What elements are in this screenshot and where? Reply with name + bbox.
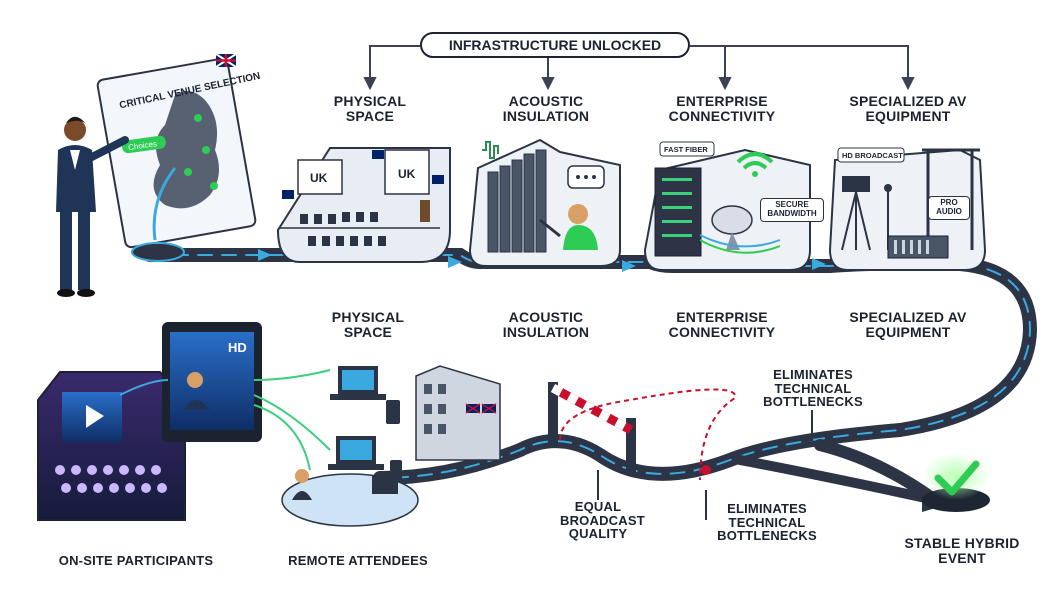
venue-selection-panel bbox=[96, 53, 257, 249]
equal-broadcast-quality-label: EQUAL BROADCAST QUALITY bbox=[560, 499, 645, 542]
physical-space-illustration bbox=[276, 147, 451, 263]
stage-bottom-label-acoustic: ACOUSTIC INSULATION bbox=[502, 309, 590, 340]
room-sign-left: UK bbox=[310, 171, 328, 185]
choices-chip-label: Choices bbox=[128, 139, 158, 152]
stage-bottom-label-connectivity: ENTERPRISE CONNECTIVITY bbox=[668, 309, 776, 340]
road-arrow bbox=[258, 249, 272, 261]
stage-top-label-connectivity: ENTERPRISE CONNECTIVITY bbox=[668, 93, 776, 124]
hd-broadcast-tag-box bbox=[837, 147, 905, 163]
eliminates-bottlenecks-lower-label: ELIMINATES TECHNICAL BOTTLENECKS bbox=[717, 501, 817, 544]
av-equipment-illustration bbox=[828, 148, 987, 271]
choices-chip: Choices bbox=[122, 135, 166, 154]
fast-fiber-tag: FAST FIBER bbox=[664, 145, 708, 154]
fast-fiber-tag-box bbox=[659, 141, 715, 157]
office-building-illustration bbox=[415, 365, 501, 461]
stage-bottom-label-physical: PHYSICAL SPACE bbox=[331, 309, 405, 340]
venue-arrow bbox=[152, 167, 177, 241]
stable-event-check bbox=[922, 452, 990, 512]
onsite-participants-label: ON-SITE PARTICIPANTS bbox=[58, 553, 214, 568]
broadcast-barrier bbox=[548, 382, 813, 520]
hd-screen-illustration bbox=[119, 322, 331, 471]
presenter-figure bbox=[56, 116, 129, 297]
road-arrow bbox=[812, 258, 826, 270]
stage-top-label-acoustic: ACOUSTIC INSULATION bbox=[502, 93, 590, 124]
eliminates-bottlenecks-upper-label: ELIMINATES TECHNICAL BOTTLENECKS bbox=[763, 367, 863, 410]
acoustic-illustration bbox=[468, 138, 621, 267]
infrastructure-banner: INFRASTRUCTURE UNLOCKED bbox=[420, 32, 690, 58]
connectivity-illustration bbox=[643, 148, 811, 271]
remote-attendees-illustration bbox=[281, 366, 419, 527]
road-arrow bbox=[622, 260, 636, 272]
hd-screen-label: HD bbox=[228, 340, 247, 355]
start-node bbox=[131, 242, 185, 262]
hd-broadcast-tag: HD BROADCAST bbox=[842, 151, 903, 160]
stage-top-label-physical: PHYSICAL SPACE bbox=[333, 93, 407, 124]
remote-attendees-label: REMOTE ATTENDEES bbox=[288, 553, 428, 568]
stable-hybrid-event-label: STABLE HYBRID EVENT bbox=[904, 535, 1020, 566]
pro-audio-tag: PRO AUDIO bbox=[928, 196, 970, 220]
stage-bottom-label-av: SPECIALIZED AV EQUIPMENT bbox=[849, 309, 967, 340]
room-sign-right: UK bbox=[398, 167, 416, 181]
secure-bandwidth-tag: SECURE BANDWIDTH bbox=[760, 198, 824, 222]
banner-connectors bbox=[363, 45, 915, 91]
journey-road bbox=[143, 248, 1038, 506]
road-arrow bbox=[448, 256, 462, 268]
stage-top-label-av: SPECIALIZED AV EQUIPMENT bbox=[849, 93, 967, 124]
